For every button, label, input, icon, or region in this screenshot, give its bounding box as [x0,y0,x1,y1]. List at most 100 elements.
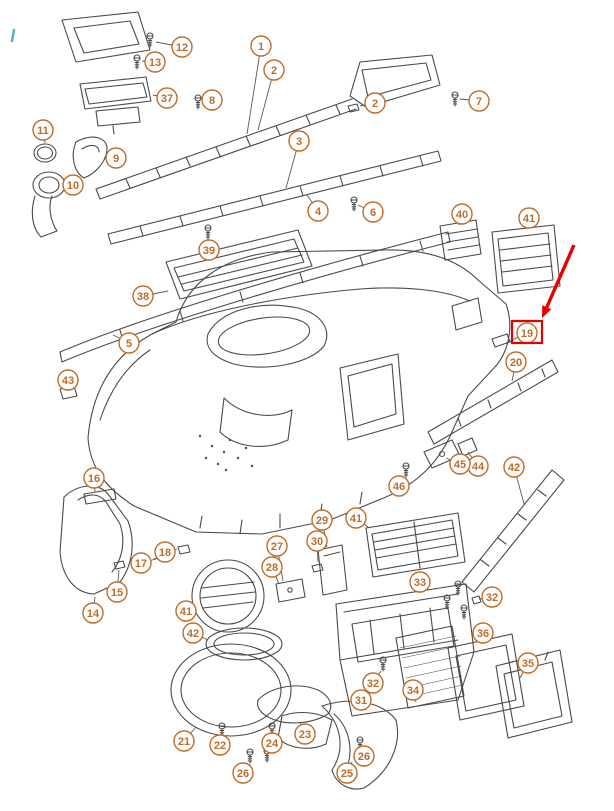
callout-10[interactable]: 10 [62,174,84,196]
callout-circle[interactable] [288,130,310,152]
callout-36[interactable]: 36 [472,622,494,644]
callout-30[interactable]: 30 [306,530,328,552]
callout-circle[interactable] [209,734,231,756]
callout-circle[interactable] [409,571,431,593]
callout-circle[interactable] [481,586,503,608]
callout-28[interactable]: 28 [261,556,283,578]
callout-2[interactable]: 2 [263,59,285,81]
callout-circle[interactable] [175,600,197,622]
callout-circle[interactable] [154,541,176,563]
callout-circle[interactable] [32,119,54,141]
callout-23[interactable]: 23 [294,723,316,745]
callout-31[interactable]: 31 [350,689,372,711]
callout-39[interactable]: 39 [198,239,220,261]
callout-circle[interactable] [449,453,471,475]
callout-circle[interactable] [266,535,288,557]
callout-7[interactable]: 7 [468,90,490,112]
callout-38[interactable]: 38 [132,285,154,307]
callout-circle[interactable] [451,203,473,225]
callout-circle[interactable] [261,732,283,754]
callout-circle[interactable] [261,556,283,578]
callout-circle[interactable] [518,207,540,229]
callout-circle[interactable] [130,552,152,574]
callout-circle[interactable] [118,332,140,354]
callout-44[interactable]: 44 [467,455,489,477]
callout-circle[interactable] [62,174,84,196]
callout-9[interactable]: 9 [105,147,127,169]
callout-circle[interactable] [517,652,539,674]
callout-circle[interactable] [472,622,494,644]
callout-circle[interactable] [156,87,178,109]
callout-circle[interactable] [83,467,105,489]
callout-circle[interactable] [201,89,223,111]
callout-32[interactable]: 32 [481,586,503,608]
callout-12[interactable]: 12 [171,36,193,58]
callout-circle[interactable] [388,475,410,497]
callout-circle[interactable] [182,622,204,644]
callout-4[interactable]: 4 [307,200,329,222]
callout-20[interactable]: 20 [505,351,527,373]
callout-circle[interactable] [336,762,358,784]
callout-24[interactable]: 24 [261,732,283,754]
callout-circle[interactable] [306,530,328,552]
callout-8[interactable]: 8 [201,89,223,111]
callout-34[interactable]: 34 [402,679,424,701]
callout-3[interactable]: 3 [288,130,310,152]
callout-41[interactable]: 41 [345,507,367,529]
callout-43[interactable]: 43 [57,369,79,391]
callout-29[interactable]: 29 [311,509,333,531]
callout-22[interactable]: 22 [209,734,231,756]
callout-32[interactable]: 32 [362,672,384,694]
callout-35[interactable]: 35 [517,652,539,674]
callout-41[interactable]: 41 [518,207,540,229]
callout-17[interactable]: 17 [130,552,152,574]
callout-circle[interactable] [198,239,220,261]
callout-circle[interactable] [171,36,193,58]
callout-46[interactable]: 46 [388,475,410,497]
callout-40[interactable]: 40 [451,203,473,225]
callout-11[interactable]: 11 [32,119,54,141]
callout-42[interactable]: 42 [503,456,525,478]
callout-circle[interactable] [173,730,195,752]
callout-circle[interactable] [468,90,490,112]
callout-circle[interactable] [307,200,329,222]
callout-circle[interactable] [106,581,128,603]
callout-circle[interactable] [57,369,79,391]
callout-circle[interactable] [353,745,375,767]
callout-13[interactable]: 13 [144,51,166,73]
callout-circle[interactable] [132,285,154,307]
callout-circle[interactable] [311,509,333,531]
callout-circle[interactable] [505,351,527,373]
callout-25[interactable]: 25 [336,762,358,784]
callout-circle[interactable] [350,689,372,711]
callout-circle[interactable] [364,92,386,114]
callout-5[interactable]: 5 [118,332,140,354]
callout-33[interactable]: 33 [409,571,431,593]
callout-14[interactable]: 14 [82,602,104,624]
callout-15[interactable]: 15 [106,581,128,603]
callout-26[interactable]: 26 [232,762,254,784]
callout-circle[interactable] [144,51,166,73]
callout-circle[interactable] [82,602,104,624]
callout-1[interactable]: 1 [250,35,272,57]
callout-circle[interactable] [402,679,424,701]
callout-21[interactable]: 21 [173,730,195,752]
callout-circle[interactable] [362,672,384,694]
callout-circle[interactable] [263,59,285,81]
callout-circle[interactable] [503,456,525,478]
callout-41[interactable]: 41 [175,600,197,622]
callout-16[interactable]: 16 [83,467,105,489]
callout-45[interactable]: 45 [449,453,471,475]
callout-6[interactable]: 6 [362,201,384,223]
callout-circle[interactable] [105,147,127,169]
callout-42[interactable]: 42 [182,622,204,644]
callout-2[interactable]: 2 [364,92,386,114]
callout-circle[interactable] [345,507,367,529]
callout-circle[interactable] [294,723,316,745]
callout-circle[interactable] [232,762,254,784]
callout-18[interactable]: 18 [154,541,176,563]
callout-circle[interactable] [250,35,272,57]
callout-19[interactable]: 19 [516,322,538,344]
callout-27[interactable]: 27 [266,535,288,557]
callout-37[interactable]: 37 [156,87,178,109]
